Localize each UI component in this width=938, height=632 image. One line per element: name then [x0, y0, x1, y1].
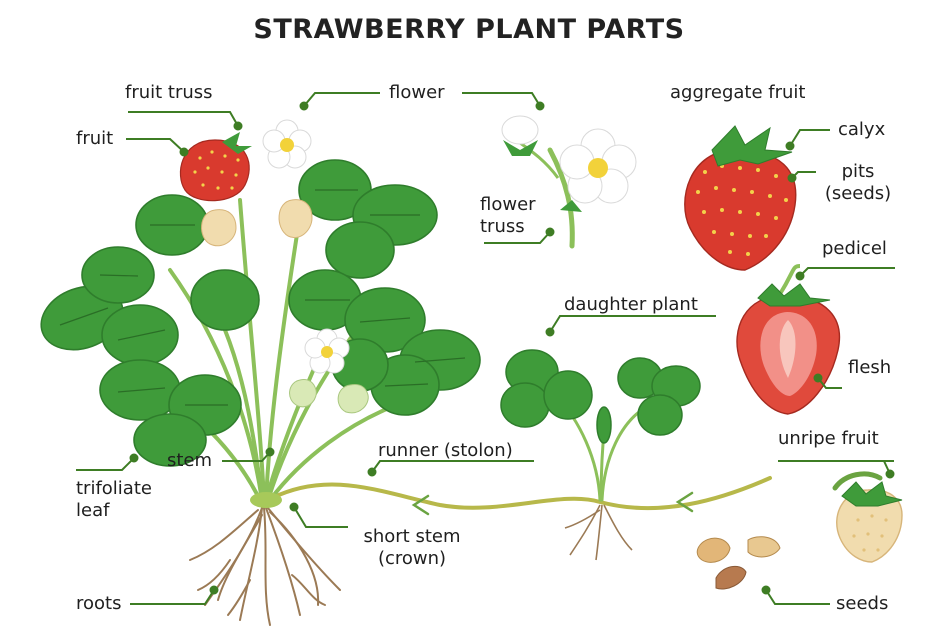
- cut-berry-illustration: [736, 264, 840, 415]
- label-stem: stem: [167, 450, 213, 471]
- crown: [250, 492, 282, 508]
- seeds-illustration: [696, 536, 781, 590]
- label-short-stem-line2: (crown): [377, 548, 447, 569]
- label-aggregate-fruit: aggregate fruit: [670, 82, 806, 103]
- label-fruit-truss: fruit truss: [125, 82, 213, 103]
- main-flowers: [262, 119, 350, 374]
- runner-stolon: [270, 476, 772, 511]
- label-pits-line2: (seeds): [824, 183, 892, 204]
- label-short-stem-line1: short stem: [363, 526, 461, 547]
- label-calyx: calyx: [838, 119, 886, 140]
- label-trifoliate-line1: trifoliate: [76, 478, 152, 499]
- label-pits-seeds: pits (seeds): [820, 161, 896, 205]
- leaf-veins: [59, 189, 466, 406]
- main-roots: [189, 507, 341, 626]
- label-pits-line1: pits: [841, 161, 875, 182]
- label-flower: flower: [389, 82, 445, 103]
- main-leaves: [40, 159, 481, 467]
- label-seeds: seeds: [836, 593, 889, 614]
- label-flower-truss-line2: truss: [480, 216, 525, 237]
- daughter-plant: [500, 349, 701, 561]
- label-trifoliate-leaf: trifoliate leaf: [76, 478, 152, 522]
- main-unripe-berries: [201, 199, 369, 414]
- flower-truss-detail: [501, 115, 637, 249]
- label-trifoliate-line2: leaf: [76, 500, 110, 521]
- label-short-stem-crown: short stem (crown): [352, 526, 472, 570]
- label-unripe-fruit: unripe fruit: [778, 428, 879, 449]
- aggregate-fruit-illustration: [684, 125, 797, 271]
- leader-lines: [76, 92, 895, 605]
- label-flower-truss-line1: flower: [480, 194, 536, 215]
- unripe-fruit-illustration: [832, 471, 903, 563]
- label-roots: roots: [76, 593, 122, 614]
- label-runner: runner (stolon): [378, 440, 513, 461]
- runner-arrows: [411, 491, 694, 516]
- label-flesh: flesh: [848, 357, 892, 378]
- label-daughter-plant: daughter plant: [564, 294, 698, 315]
- ripe-fruit: [179, 132, 252, 202]
- label-pedicel: pedicel: [822, 238, 887, 259]
- label-fruit: fruit: [76, 128, 114, 149]
- diagram-title: STRAWBERRY PLANT PARTS: [253, 14, 685, 45]
- label-flower-truss: flower truss: [480, 194, 536, 238]
